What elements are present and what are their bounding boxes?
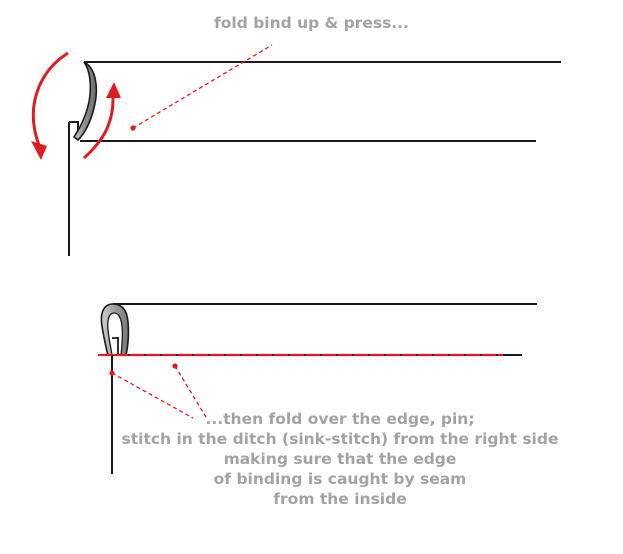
bottom-seam-allowance <box>112 337 119 355</box>
step-one-illustration <box>31 44 561 256</box>
step-two-caption: ...then fold over the edge, pin; stitch … <box>120 409 560 509</box>
top-leader-line <box>132 44 273 129</box>
step-two-caption-line: of binding is caught by seam <box>213 470 467 488</box>
fold-arrow-left <box>31 51 69 146</box>
fold-arrow-left-head-icon <box>31 141 47 160</box>
step-two-caption-line: from the inside <box>273 490 407 508</box>
top-binding-strip <box>72 61 98 142</box>
step-one-caption: fold bind up & press... <box>214 14 409 32</box>
bottom-leader-dot-left <box>109 370 115 376</box>
step-two-illustration <box>98 303 537 474</box>
step-two-caption-line: making sure that the edge <box>223 450 457 468</box>
fold-arrow-right-head-icon <box>106 82 121 98</box>
top-leader-dot <box>130 125 136 131</box>
step-two-caption-line: ...then fold over the edge, pin; <box>205 410 475 428</box>
step-two-caption-line: stitch in the ditch (sink-stitch) from t… <box>121 430 559 448</box>
bottom-leader-line-right <box>174 365 207 418</box>
bottom-leader-line-left <box>111 372 194 419</box>
bottom-leader-dot-right <box>172 363 178 369</box>
fold-arrow-right <box>82 94 115 160</box>
